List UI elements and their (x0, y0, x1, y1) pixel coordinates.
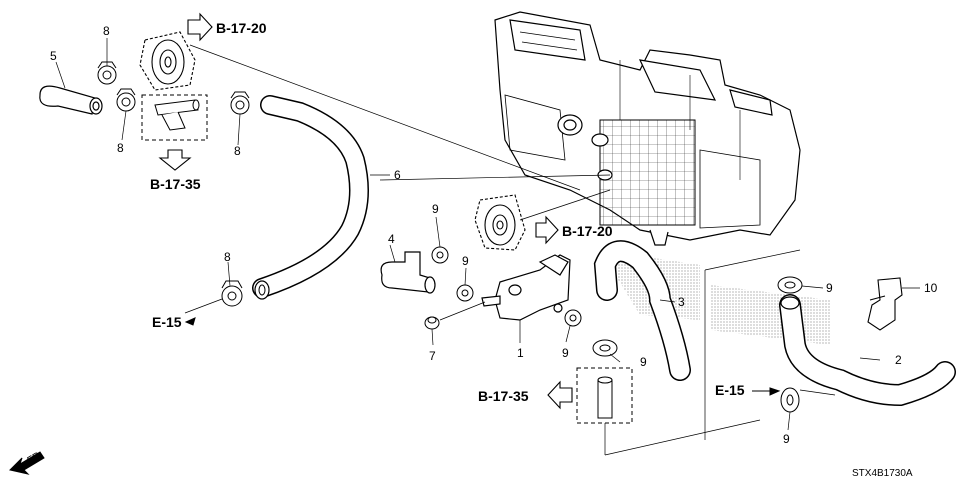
part-number-9: 9 (783, 432, 790, 446)
arrow-right-b1720-mid (535, 215, 559, 245)
part-number-10: 10 (924, 281, 938, 295)
part-number-8: 8 (224, 250, 231, 264)
part-number-4: 4 (388, 232, 395, 246)
hose-6 (252, 95, 369, 300)
pipe-dashed-box (141, 94, 208, 141)
clamp-8-mid (230, 91, 250, 115)
hose-4 (380, 251, 436, 294)
heater-unit-assembly (494, 11, 801, 246)
clamp-9-c (564, 309, 582, 327)
diagram-code: STX4B1730A (852, 468, 913, 479)
part-number-9: 9 (462, 254, 469, 268)
gasket-top (139, 31, 196, 91)
leader-lines (189, 44, 836, 456)
number-leaders (55, 38, 920, 431)
clamp-9-d (592, 339, 618, 357)
hose-2 (779, 294, 956, 407)
part-number-8: 8 (234, 144, 241, 158)
gasket-mid (474, 194, 526, 251)
part-number-6: 6 (394, 168, 401, 182)
clamp-9-a (431, 246, 449, 264)
front-arrow-icon (9, 451, 45, 475)
part-number-labels: 5 8 8 8 6 8 4 9 9 7 1 9 9 3 9 10 2 9 (50, 24, 938, 446)
part-number-8: 8 (103, 24, 110, 38)
part-number-9: 9 (432, 202, 439, 216)
clamp-9-f (780, 387, 800, 413)
clamp-8-bottom (221, 280, 243, 307)
front-indicator-label: FR. (26, 449, 45, 467)
small-arrows (184, 317, 781, 396)
ref-b-17-35-left: B-17-35 (150, 176, 201, 192)
ref-b-17-20-top: B-17-20 (216, 20, 267, 36)
ref-b-17-20-mid: B-17-20 (562, 223, 613, 239)
pipe-dashed-box-bottom (576, 367, 633, 455)
hose-5 (39, 85, 103, 115)
plug-7 (424, 301, 486, 330)
part-number-7: 7 (429, 349, 436, 363)
arrow-right-b1720-top (187, 12, 213, 42)
clamp-9-b (456, 284, 474, 302)
part-number-3: 3 (678, 295, 685, 309)
part-number-9: 9 (562, 346, 569, 360)
ref-e-15-right: E-15 (715, 382, 745, 398)
part-number-9: 9 (826, 281, 833, 295)
arrow-left-e15-left (184, 317, 196, 326)
clamp-8-left (116, 88, 136, 112)
hose-3 (593, 240, 691, 381)
part-number-2: 2 (895, 353, 902, 367)
part-number-9: 9 (640, 355, 647, 369)
ref-b-17-35-bottom: B-17-35 (478, 388, 529, 404)
arrow-left-b1735-bottom (547, 380, 573, 410)
part-number-5: 5 (50, 49, 57, 63)
clamp-9-e (777, 276, 803, 294)
part-number-1: 1 (517, 346, 524, 360)
reference-arrows (158, 12, 573, 410)
water-valve-1 (481, 254, 571, 321)
reference-labels: B-17-20 B-17-35 B-17-20 B-17-35 E-15 E-1… (150, 20, 745, 404)
clamp-8-top (97, 61, 117, 85)
part-number-8: 8 (117, 141, 124, 155)
ref-e-15-left: E-15 (152, 314, 182, 330)
arrow-down-b1735-left (158, 149, 192, 171)
hose-bracket-10 (867, 277, 903, 331)
arrow-right-e15-right (769, 387, 781, 396)
